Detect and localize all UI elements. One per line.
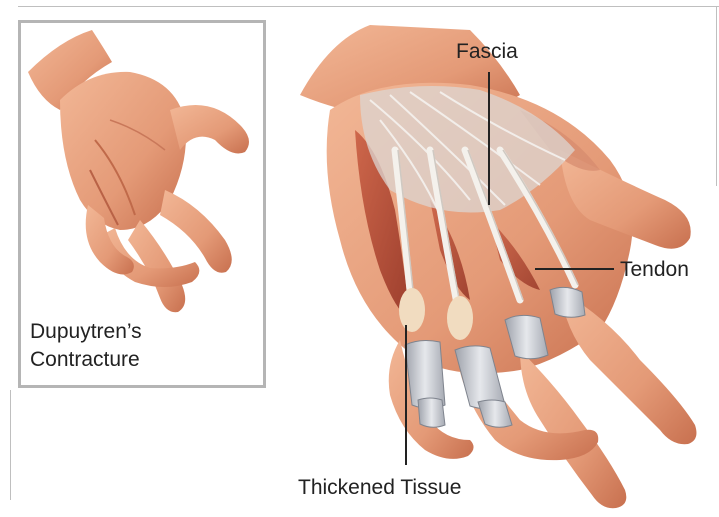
inset-caption-line2: Contracture — [30, 346, 260, 374]
fascia-label: Fascia — [456, 40, 518, 64]
inset-hand-figure — [28, 30, 249, 312]
tendon-label: Tendon — [620, 258, 689, 282]
thickened-tissue-label: Thickened Tissue — [298, 476, 461, 500]
inset-caption: Dupuytren’s Contracture — [30, 318, 260, 374]
inset-caption-line1: Dupuytren’s — [30, 318, 260, 346]
